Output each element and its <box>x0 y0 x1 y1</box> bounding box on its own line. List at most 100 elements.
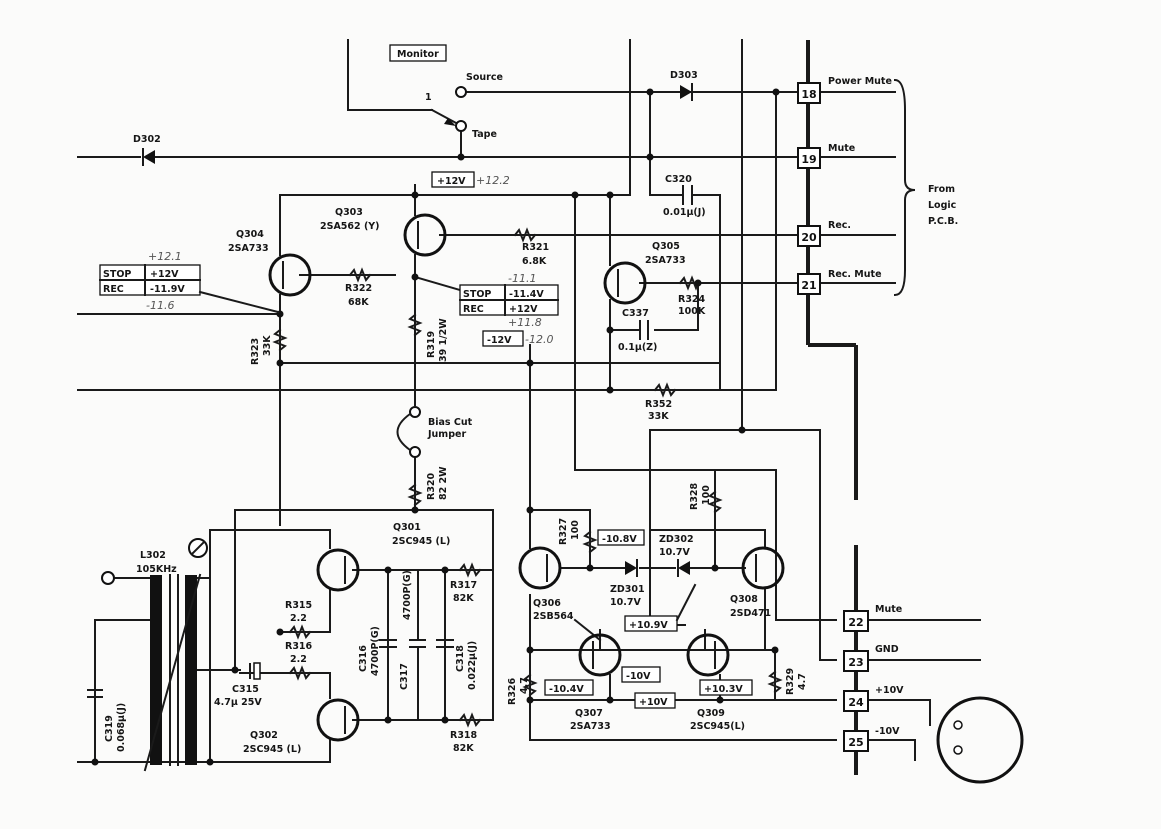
diode-d302 <box>142 148 155 166</box>
svg-text:18: 18 <box>801 88 816 101</box>
svg-text:R352: R352 <box>645 399 672 410</box>
svg-text:4700P(G): 4700P(G) <box>370 626 381 676</box>
svg-text:Q304: Q304 <box>236 229 264 240</box>
svg-text:R321: R321 <box>522 242 549 253</box>
pin-19: 19 <box>797 147 821 169</box>
svg-text:2SB564: 2SB564 <box>533 611 574 622</box>
svg-text:Q301: Q301 <box>393 522 421 533</box>
labels: Monitor Source Tape 1 D303 D302 Power Mu… <box>99 44 958 755</box>
svg-text:R318: R318 <box>450 730 478 741</box>
svg-text:2SC945 (L): 2SC945 (L) <box>243 744 301 755</box>
svg-text:82K: 82K <box>453 743 474 754</box>
svg-text:-10.8V: -10.8V <box>602 534 637 545</box>
svg-text:ZD301: ZD301 <box>610 584 645 595</box>
svg-text:-12V: -12V <box>487 335 512 346</box>
svg-text:24: 24 <box>848 696 864 709</box>
transistor-q301-symbol <box>316 548 360 592</box>
logic-label: Logic <box>928 200 956 211</box>
pin25-label: -10V <box>875 726 900 737</box>
svg-text:-11.1: -11.1 <box>508 272 536 285</box>
svg-text:C316: C316 <box>358 645 369 672</box>
svg-text:4.7: 4.7 <box>519 677 530 694</box>
svg-text:R320: R320 <box>426 472 437 500</box>
svg-text:R322: R322 <box>345 283 372 294</box>
pin-23: 23 <box>843 650 869 672</box>
svg-text:68K: 68K <box>348 297 369 308</box>
capacitor-c317 <box>409 569 426 721</box>
switch-pos-label: 1 <box>425 92 432 103</box>
svg-text:+10.3V: +10.3V <box>704 684 743 695</box>
svg-text:+10V: +10V <box>639 697 668 708</box>
transistor-q307-symbol <box>578 633 622 677</box>
svg-text:19: 19 <box>801 153 816 166</box>
d303-label: D303 <box>670 70 698 81</box>
svg-text:23: 23 <box>848 656 863 669</box>
svg-text:-10.4V: -10.4V <box>549 684 584 695</box>
zener-zd302 <box>677 559 690 577</box>
svg-text:Q309: Q309 <box>697 708 725 719</box>
transistor-q304-symbol <box>268 253 312 297</box>
source-label: Source <box>466 72 503 83</box>
svg-text:+12.2: +12.2 <box>476 174 510 187</box>
transistor-q305-symbol <box>603 261 647 305</box>
svg-text:6.8K: 6.8K <box>522 256 547 267</box>
svg-text:C337: C337 <box>622 308 649 319</box>
transistor-q308-symbol <box>741 546 785 590</box>
svg-text:-11.4V: -11.4V <box>509 289 544 300</box>
svg-text:0.022μ(J): 0.022μ(J) <box>467 641 478 690</box>
svg-text:C317: C317 <box>399 663 410 690</box>
svg-text:ZD302: ZD302 <box>659 534 694 545</box>
svg-text:105KHz: 105KHz <box>136 564 177 575</box>
capacitor-c320 <box>682 185 693 205</box>
svg-text:C320: C320 <box>665 174 692 185</box>
svg-text:-11.9V: -11.9V <box>150 284 185 295</box>
svg-text:-11.6: -11.6 <box>146 299 174 312</box>
svg-text:REC: REC <box>463 304 484 315</box>
svg-text:R317: R317 <box>450 580 477 591</box>
svg-text:4.7: 4.7 <box>797 673 808 690</box>
connector-pins: 18 19 20 21 22 23 24 25 <box>797 82 869 752</box>
pin19-label: Mute <box>828 143 855 154</box>
svg-text:22: 22 <box>848 616 863 629</box>
svg-text:100: 100 <box>570 520 581 540</box>
pcb-label: P.C.B. <box>928 216 958 227</box>
pin-22: 22 <box>843 610 869 632</box>
svg-text:+12V: +12V <box>437 176 466 187</box>
pin-25: 25 <box>843 730 869 752</box>
d302-label: D302 <box>133 134 161 145</box>
pin24-label: +10V <box>875 685 904 696</box>
svg-text:0.1μ(Z): 0.1μ(Z) <box>618 342 657 353</box>
svg-text:82K: 82K <box>453 593 474 604</box>
svg-text:+11.8: +11.8 <box>508 316 542 329</box>
svg-text:Bias Cut: Bias Cut <box>428 417 473 428</box>
tape-label: Tape <box>472 129 497 140</box>
svg-text:+12V: +12V <box>509 304 538 315</box>
svg-text:+12.1: +12.1 <box>148 250 182 263</box>
svg-text:Q306: Q306 <box>533 598 561 609</box>
svg-text:2SD471: 2SD471 <box>730 608 771 619</box>
svg-text:2SA733: 2SA733 <box>570 721 611 732</box>
capacitor-c315 <box>249 662 261 680</box>
svg-text:2SA733: 2SA733 <box>645 255 686 266</box>
svg-text:-10V: -10V <box>626 671 651 682</box>
transistor-q309-symbol <box>686 633 730 677</box>
pin-21: 21 <box>797 273 821 295</box>
svg-text:33K: 33K <box>648 411 669 422</box>
svg-text:2SA562 (Y): 2SA562 (Y) <box>320 221 380 232</box>
svg-text:0.068μ(J): 0.068μ(J) <box>116 703 127 752</box>
svg-text:4700P(G): 4700P(G) <box>402 570 413 620</box>
svg-text:C315: C315 <box>232 684 259 695</box>
svg-text:R319: R319 <box>426 331 437 358</box>
pin-20: 20 <box>797 225 821 247</box>
svg-text:Q302: Q302 <box>250 730 278 741</box>
svg-text:0.01μ(J): 0.01μ(J) <box>663 207 706 218</box>
svg-text:39 1/2W: 39 1/2W <box>438 318 449 362</box>
from-logic-brace <box>893 78 916 297</box>
capacitor-c337 <box>639 320 649 340</box>
pin23-label: GND <box>875 644 899 655</box>
monitor-switch <box>444 86 467 132</box>
svg-text:25: 25 <box>848 736 863 749</box>
bias-cut-jumper <box>396 406 421 458</box>
